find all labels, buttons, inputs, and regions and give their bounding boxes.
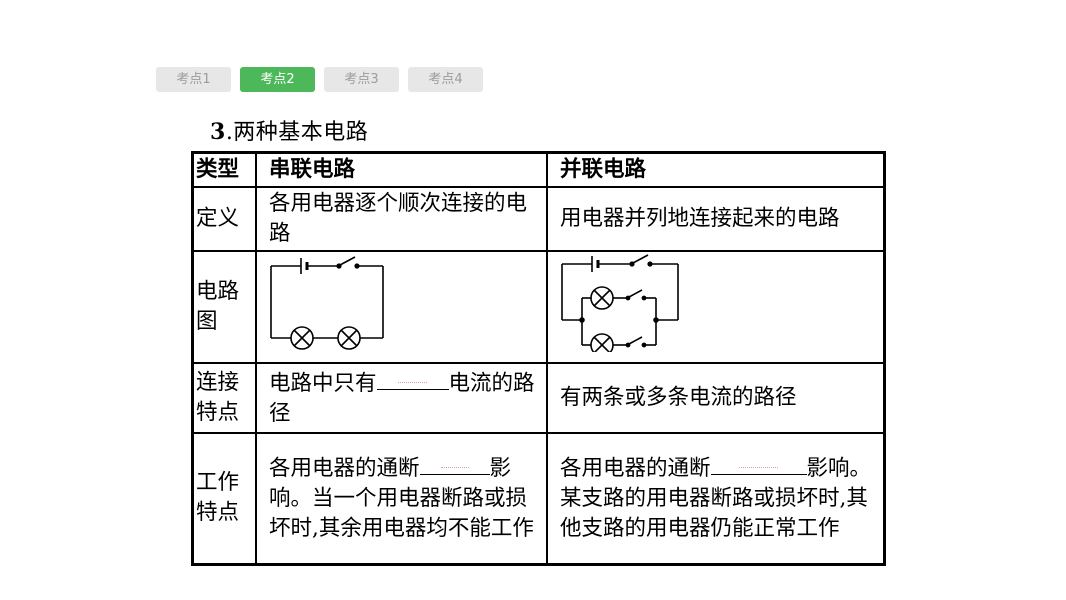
parallel-circuit-diagram <box>561 254 679 357</box>
row-label-connection: 连接 特点 <box>191 361 257 434</box>
section-heading: 3.两种基本电路 <box>210 114 368 146</box>
series-working-text1: 各用电器的通断 <box>269 456 420 482</box>
parallel-connection: 有两条或多条电流的路径 <box>546 361 886 434</box>
parallel-diagram-cell <box>546 249 886 364</box>
series-connection-text1: 电路中只有 <box>269 370 377 396</box>
row-label-working-line1: 工作 <box>196 470 240 496</box>
row-label-connection-line1: 连接 <box>196 369 240 395</box>
parallel-working-text3: 响。某支路的用电器断路或损坏时,其他支路的用电器仍能正常工作 <box>560 456 872 542</box>
row-label-working-line2: 特点 <box>196 500 240 526</box>
header-parallel: 并联电路 <box>546 151 886 188</box>
answer-blank[interactable] <box>376 367 449 390</box>
series-connection-text2: 电流的路径 <box>269 370 535 426</box>
parallel-working-text2: 影 <box>806 456 829 482</box>
series-connection: 电路中只有电流的路径 <box>255 361 548 434</box>
series-working: 各用电器的通断影响。当一个用电器断路或损坏时,其余用电器均不能工作 <box>255 431 548 566</box>
table-row-working: 工作 特点 各用电器的通断影响。当一个用电器断路或损坏时,其余用电器均不能工作 … <box>191 431 886 566</box>
row-label-diagram: 电路 图 <box>191 249 257 364</box>
series-definition: 各用电器逐个顺次连接的电路 <box>255 185 548 252</box>
tab-kaodian-1[interactable]: 考点1 <box>156 67 231 92</box>
table-row-diagram: 电路 图 <box>191 249 886 364</box>
tab-kaodian-4[interactable]: 考点4 <box>408 67 483 92</box>
row-label-definition: 定义 <box>191 185 257 252</box>
header-series: 串联电路 <box>255 151 548 188</box>
series-working-text2: 影响。当一个用电器断路或损坏时,其余用电器均不能工作 <box>269 456 534 542</box>
header-type: 类型 <box>191 151 257 188</box>
circuit-comparison-table: 类型 串联电路 并联电路 定义 各用电器逐个顺次连接的电路 用电器并列地连接起来… <box>191 151 886 566</box>
series-circuit-diagram <box>270 256 384 350</box>
table-header-row: 类型 串联电路 并联电路 <box>191 151 886 188</box>
answer-blank[interactable] <box>419 452 490 476</box>
section-title: .两种基本电路 <box>225 120 369 145</box>
section-number: 3 <box>210 119 226 145</box>
table-row-connection: 连接 特点 电路中只有电流的路径 有两条或多条电流的路径 <box>191 361 886 434</box>
parallel-definition: 用电器并列地连接起来的电路 <box>546 185 886 252</box>
row-label-working: 工作 特点 <box>191 431 257 566</box>
row-label-diagram-line2: 图 <box>196 308 218 334</box>
tab-kaodian-3[interactable]: 考点3 <box>324 67 399 92</box>
row-label-diagram-line1: 电路 <box>196 278 240 304</box>
table-row-definition: 定义 各用电器逐个顺次连接的电路 用电器并列地连接起来的电路 <box>191 185 886 252</box>
answer-blank[interactable] <box>710 452 807 476</box>
row-label-connection-line2: 特点 <box>196 399 240 425</box>
tab-kaodian-2[interactable]: 考点2 <box>240 67 315 92</box>
tab-bar: 考点1 考点2 考点3 考点4 <box>156 67 483 92</box>
parallel-working-text1: 各用电器的通断 <box>560 456 711 482</box>
series-diagram-cell <box>255 249 548 364</box>
parallel-working: 各用电器的通断 影响。某支路的用电器断路或损坏时,其他支路的用电器仍能正常工作 <box>546 431 886 566</box>
